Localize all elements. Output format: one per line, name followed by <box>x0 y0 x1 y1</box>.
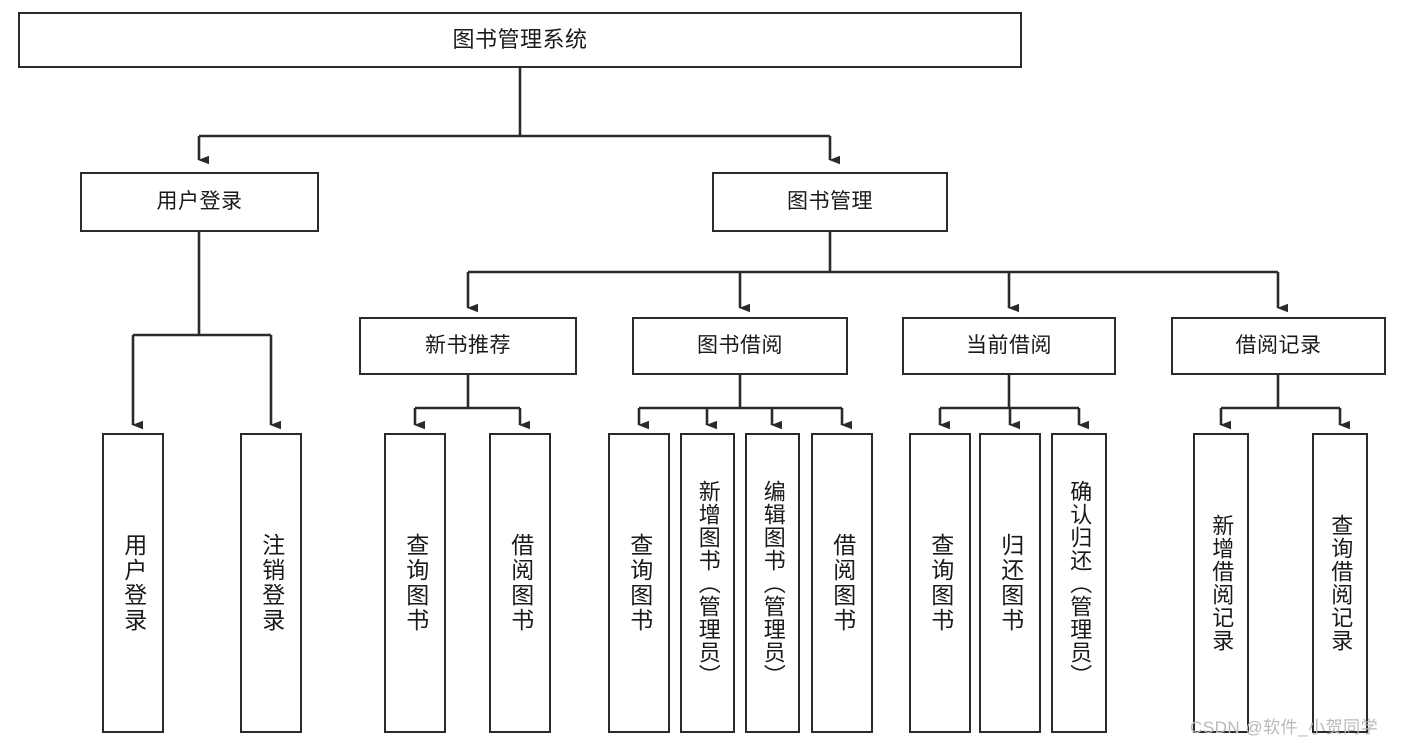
node-root-label: 图书管理系统 <box>452 26 588 52</box>
node-leaf-user-login[interactable]: 用户登录 <box>102 433 164 733</box>
watermark: CSDN @软件_小贺同学 <box>1190 718 1379 737</box>
node-leaf-return-book[interactable]: 归还图书 <box>979 433 1041 733</box>
node-leaf-query-book-1[interactable]: 查询图书 <box>384 433 446 733</box>
node-book-borrow-label: 图书借阅 <box>697 334 783 358</box>
node-leaf-edit-book-label: 编辑图书（管理员） <box>760 479 786 687</box>
node-leaf-query-record[interactable]: 查询借阅记录 <box>1312 433 1368 733</box>
node-leaf-query-book-2-label: 查询图书 <box>626 533 653 633</box>
node-leaf-add-record[interactable]: 新增借阅记录 <box>1193 433 1249 733</box>
node-leaf-query-book-3[interactable]: 查询图书 <box>909 433 971 733</box>
node-book-management-label: 图书管理 <box>787 190 873 214</box>
node-leaf-add-record-label: 新增借阅记录 <box>1209 514 1235 652</box>
node-leaf-borrow-book-1-label: 借阅图书 <box>507 533 534 633</box>
node-root[interactable]: 图书管理系统 <box>18 12 1022 68</box>
node-leaf-query-book-2[interactable]: 查询图书 <box>608 433 670 733</box>
node-borrow-record-label: 借阅记录 <box>1235 334 1322 358</box>
node-user-login-label: 用户登录 <box>156 190 243 214</box>
node-new-book-recommend-label: 新书推荐 <box>425 334 511 358</box>
node-leaf-borrow-book-2-label: 借阅图书 <box>829 533 856 633</box>
node-leaf-borrow-book-2[interactable]: 借阅图书 <box>811 433 873 733</box>
node-leaf-edit-book[interactable]: 编辑图书（管理员） <box>745 433 800 733</box>
node-borrow-record[interactable]: 借阅记录 <box>1171 317 1386 375</box>
node-leaf-return-book-label: 归还图书 <box>997 533 1024 633</box>
node-leaf-user-login-label: 用户登录 <box>120 533 147 633</box>
node-current-borrow[interactable]: 当前借阅 <box>902 317 1116 375</box>
node-leaf-borrow-book-1[interactable]: 借阅图书 <box>489 433 551 733</box>
node-leaf-logout-label: 注销登录 <box>258 533 285 633</box>
node-leaf-query-book-1-label: 查询图书 <box>402 533 429 633</box>
node-book-management[interactable]: 图书管理 <box>712 172 948 232</box>
node-current-borrow-label: 当前借阅 <box>966 334 1052 358</box>
node-leaf-add-book-label: 新增图书（管理员） <box>695 479 721 687</box>
node-new-book-recommend[interactable]: 新书推荐 <box>359 317 577 375</box>
node-book-borrow[interactable]: 图书借阅 <box>632 317 848 375</box>
node-leaf-query-record-label: 查询借阅记录 <box>1328 514 1354 652</box>
node-leaf-confirm-return-label: 确认归还（管理员） <box>1067 479 1093 687</box>
node-leaf-add-book[interactable]: 新增图书（管理员） <box>680 433 735 733</box>
node-leaf-confirm-return[interactable]: 确认归还（管理员） <box>1051 433 1107 733</box>
node-leaf-query-book-3-label: 查询图书 <box>927 533 954 633</box>
node-user-login[interactable]: 用户登录 <box>80 172 319 232</box>
node-leaf-logout[interactable]: 注销登录 <box>240 433 302 733</box>
